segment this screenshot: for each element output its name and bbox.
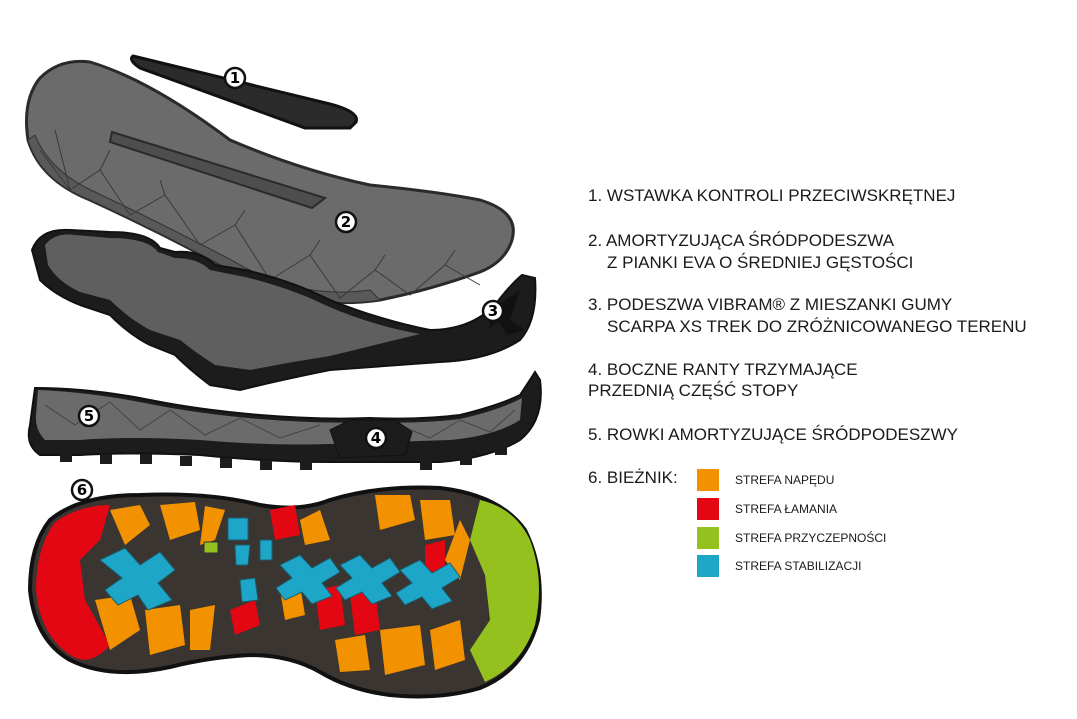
svg-text:5: 5: [84, 407, 94, 425]
svg-text:4: 4: [371, 429, 381, 447]
legend-item-1: 1. WSTAWKA KONTROLI PRZECIWSKRĘTNEJ: [588, 186, 956, 205]
zone-grip: STREFA PRZYCZEPNOŚCI: [697, 527, 886, 549]
legend-item-3-line-1: 3. PODESZWA VIBRAM® Z MIESZANKI GUMY: [588, 295, 953, 314]
callout-4: 4: [364, 426, 388, 450]
callout-2: 2: [334, 210, 358, 234]
legend-item-3-line-2: SCARPA XS TREK DO ZRÓŻNICOWANEGO TERENU: [607, 317, 1027, 336]
zone-label: STREFA NAPĘDU: [735, 473, 835, 487]
legend-item-4-line-2: PRZEDNIĄ CZĘŚĆ STOPY: [588, 381, 799, 400]
legend-item-4-line-1: 4. BOCZNE RANTY TRZYMAJĄCE: [588, 360, 858, 379]
callout-5: 5: [77, 404, 101, 428]
zone-label: STREFA STABILIZACJI: [735, 559, 862, 573]
layer-1-torsion-insert: [130, 54, 358, 130]
legend-item-2-line-1: 2. AMORTYZUJĄCA ŚRÓDPODESZWA: [588, 231, 895, 250]
svg-text:3: 3: [488, 302, 498, 320]
layer-3-vibram-outsole: [30, 228, 537, 392]
callout-1: 1: [223, 66, 247, 90]
zone-swatch: [697, 555, 719, 577]
zone-swatch: [697, 469, 719, 491]
layer-6-tread: [27, 485, 542, 699]
legend-item-6: 6. BIEŻNIK:: [588, 468, 678, 487]
legend-item-5: 5. ROWKI AMORTYZUJĄCE ŚRÓDPODESZWY: [588, 425, 958, 444]
zone-swatch: [697, 498, 719, 520]
zone-flex: STREFA ŁAMANIA: [697, 498, 837, 520]
layer-2-eva-midsole: [25, 59, 515, 305]
callout-6: 6: [70, 478, 94, 502]
zone-drive: STREFA NAPĘDU: [697, 469, 834, 491]
zone-label: STREFA PRZYCZEPNOŚCI: [735, 531, 887, 545]
svg-text:2: 2: [341, 213, 351, 231]
zone-label: STREFA ŁAMANIA: [735, 502, 838, 516]
callout-3: 3: [481, 299, 505, 323]
zone-stability: STREFA STABILIZACJI: [697, 555, 861, 577]
zone-swatch: [697, 527, 719, 549]
svg-text:1: 1: [230, 69, 240, 87]
legend-item-2-line-2: Z PIANKI EVA O ŚREDNIEJ GĘSTOŚCI: [607, 253, 914, 272]
svg-text:6: 6: [77, 481, 87, 499]
layer-4-5-midsole-rands: [27, 370, 542, 470]
